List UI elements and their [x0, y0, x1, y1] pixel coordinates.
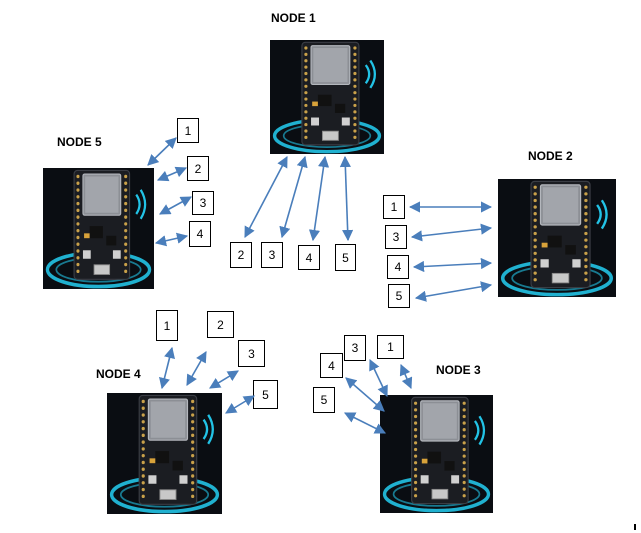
esp32-board-graphic: [45, 169, 152, 289]
bidirectional-arrow: [154, 232, 189, 247]
bidirectional-arrow: [414, 281, 493, 302]
bidirectional-arrow: [339, 155, 354, 242]
node-3-board-image: [380, 395, 493, 513]
node-3-box-3: 3: [344, 335, 366, 361]
esp32-board-graphic: [272, 41, 382, 154]
node-2-box-5: 5: [388, 284, 410, 308]
node-2-box-3: 3: [385, 225, 407, 249]
bidirectional-arrow: [159, 196, 192, 215]
node-4-board-image: [107, 393, 222, 514]
node-1-title: NODE 1: [271, 11, 316, 25]
bidirectional-arrow: [147, 137, 177, 166]
node-1-box-3: 3: [261, 242, 283, 268]
bidirectional-arrow: [209, 370, 239, 389]
bidirectional-arrow: [399, 363, 413, 390]
node-5-box-3: 3: [192, 191, 214, 215]
bidirectional-arrow: [186, 351, 207, 386]
node-3-box-4: 4: [320, 353, 343, 378]
node-4-box-1: 1: [156, 310, 178, 341]
bidirectional-arrow: [345, 377, 385, 412]
bidirectional-arrow: [244, 156, 288, 238]
node-4-box-5: 5: [253, 380, 278, 409]
node-5-box-1: 1: [177, 118, 199, 143]
bidirectional-arrow: [279, 155, 308, 239]
node-1-board-image: [270, 40, 384, 154]
bidirectional-arrow: [225, 395, 255, 414]
esp32-board-graphic: [500, 180, 614, 297]
node-5-board-image: [43, 168, 154, 289]
node-1-box-5: 5: [335, 244, 356, 271]
bidirectional-arrow: [410, 223, 493, 242]
node-4-box-2: 2: [207, 311, 234, 338]
bidirectional-arrow: [343, 412, 387, 434]
node-3-title: NODE 3: [436, 363, 481, 377]
node-2-box-1: 1: [383, 195, 405, 219]
text-cursor-mark: [634, 524, 636, 530]
node-2-title: NODE 2: [528, 149, 573, 163]
node-2-box-4: 4: [387, 255, 409, 279]
node-4-box-3: 3: [238, 340, 265, 367]
node-1-box-2: 2: [230, 242, 252, 268]
node-3-box-1: 1: [377, 335, 404, 359]
bidirectional-arrow: [159, 346, 175, 390]
node-5-box-2: 2: [187, 156, 209, 181]
node-4-title: NODE 4: [96, 367, 141, 381]
esp32-board-graphic: [109, 394, 220, 514]
bidirectional-arrow: [308, 155, 330, 242]
esp32-board-graphic: [382, 396, 491, 513]
bidirectional-arrow: [156, 166, 188, 182]
bidirectional-arrow: [369, 358, 388, 398]
node-5-title: NODE 5: [57, 135, 102, 149]
node-3-box-5: 5: [313, 387, 335, 413]
node-5-box-4: 4: [189, 221, 211, 247]
bidirectional-arrow: [412, 257, 493, 273]
node-1-box-4: 4: [298, 245, 320, 270]
node-2-board-image: [498, 179, 616, 297]
